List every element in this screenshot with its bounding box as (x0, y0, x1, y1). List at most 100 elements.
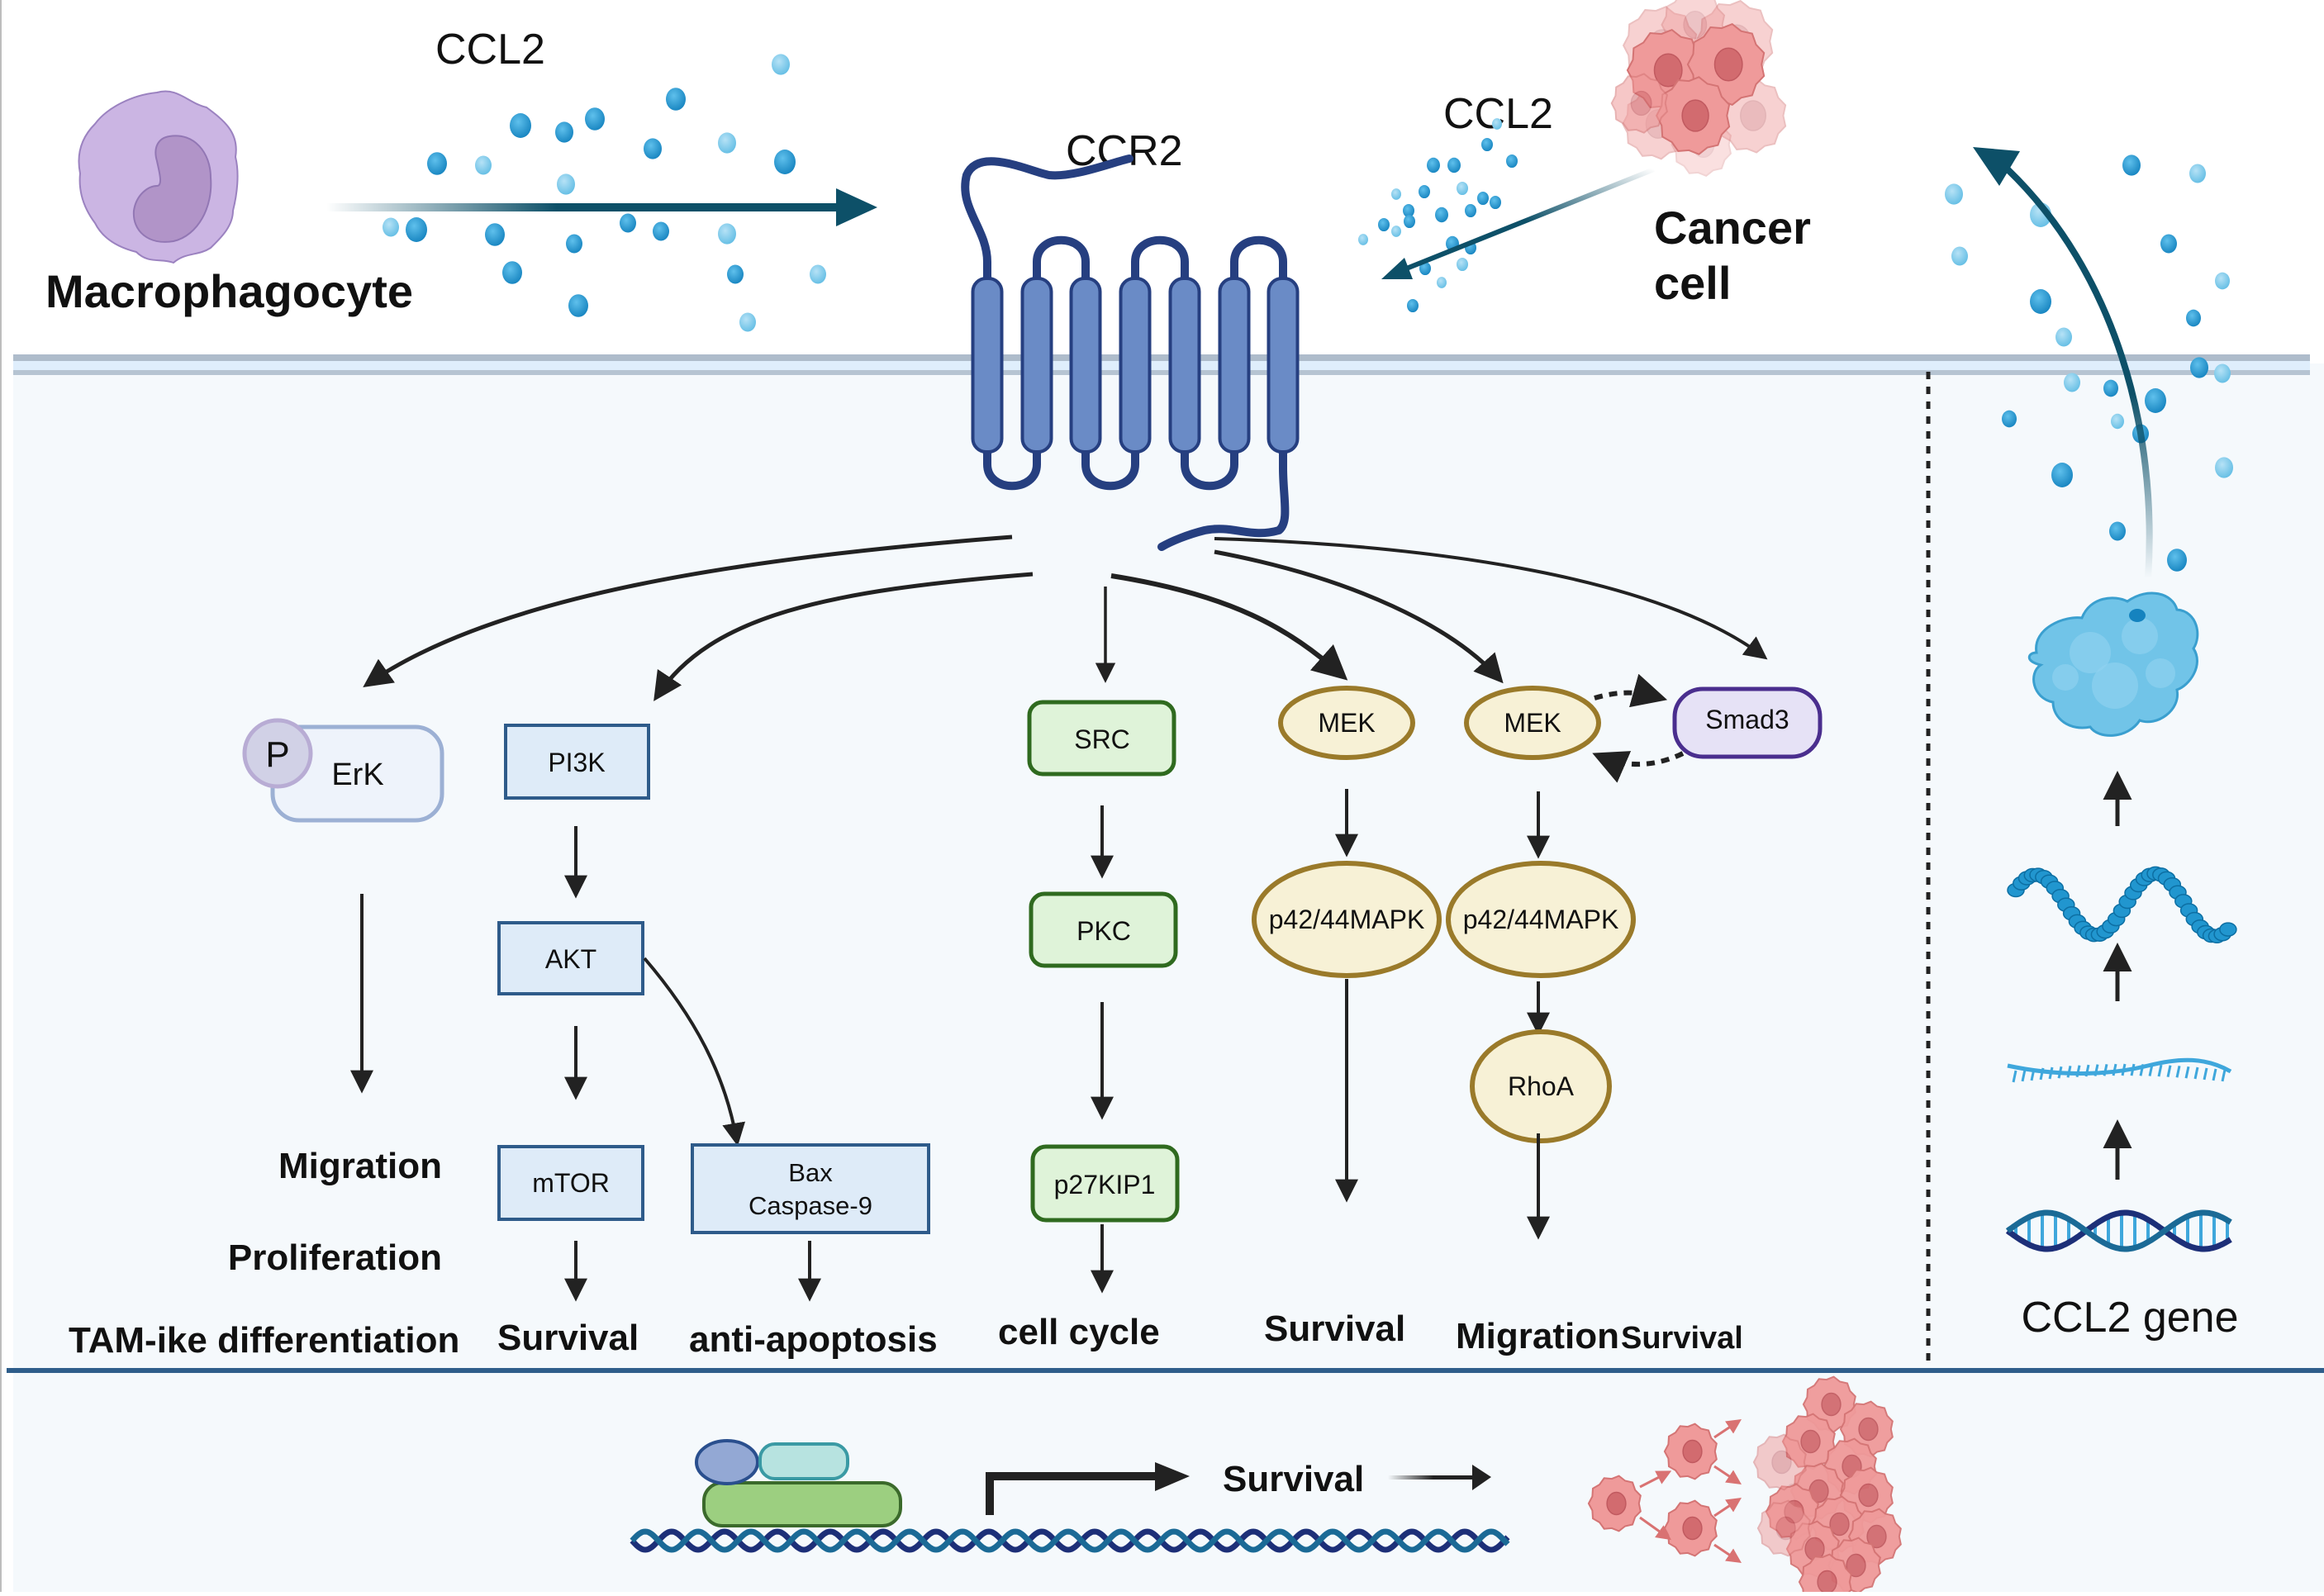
outcome-migration-erk: Migration (278, 1146, 442, 1186)
mrna-base (2057, 1066, 2063, 1079)
ccl2-particle (1490, 195, 1501, 210)
ccl2-particle (2055, 327, 2072, 347)
receptor-helix (1168, 277, 1201, 454)
protein-bound-ccl2 (2129, 609, 2146, 622)
ccl2-particle (1477, 191, 1489, 206)
akt-label: AKT (545, 944, 596, 974)
rhoa-node[interactable]: RhoA (1470, 1029, 1612, 1143)
p27kip1-node[interactable]: p27KIP1 (1030, 1144, 1180, 1223)
mrna-base (2012, 1070, 2017, 1083)
ccl2-particle (1447, 157, 1461, 173)
mrna-base (2066, 1066, 2072, 1078)
dna-helix-bottom-icon (630, 1528, 1510, 1553)
pkc-node[interactable]: PKC (1029, 891, 1178, 968)
receptor-helix (1119, 277, 1152, 454)
ccl2-particle (502, 261, 522, 284)
ccl2-particle (1465, 203, 1476, 218)
ccl2-particles-secreted (1945, 154, 2233, 572)
ccl2-particle (1404, 214, 1415, 229)
ccl2-particle (2167, 549, 2187, 572)
ccl2-particle (2160, 234, 2177, 254)
receptor-intracellular-loop (1181, 448, 1238, 491)
outcome-migration-rhoa: Migration (1456, 1316, 1619, 1356)
arrow-to-smad3 (1214, 537, 1768, 660)
receptor-helix (1218, 277, 1251, 454)
receptor-n-terminus (961, 154, 1133, 287)
ccl2-particle (2190, 357, 2208, 378)
receptor-extracellular-loop (1230, 235, 1287, 283)
cancer-cell-label-line2: cell (1654, 257, 1731, 309)
mek-label-1: MEK (1318, 708, 1375, 738)
ccl2-particle (427, 152, 447, 175)
proliferation-arrow (1639, 1516, 1671, 1541)
ccl2-protein-icon (2027, 591, 2199, 737)
ccl2-particle (2111, 413, 2124, 430)
akt-node[interactable]: AKT (497, 921, 644, 995)
ccl2-particle (1427, 157, 1440, 173)
p42-44mapk-label-1: p42/44MAPK (1269, 905, 1425, 934)
ccl2-particle (2215, 457, 2233, 478)
ccl2-gene-label: CCL2 gene (2021, 1294, 2238, 1342)
ccl2-right-label: CCL2 (1443, 90, 1553, 138)
mrna-base (2221, 1069, 2227, 1082)
p42-44mapk-node-2[interactable]: p42/44MAPK (1446, 861, 1636, 978)
ccl2-particle (1435, 207, 1448, 223)
mrna-base (2203, 1067, 2208, 1081)
mek-label-2: MEK (1504, 708, 1561, 738)
bax-caspase9-node[interactable]: Bax Caspase-9 (691, 1143, 930, 1234)
ccl2-particle (718, 223, 736, 245)
protein-subunit (2146, 658, 2175, 688)
arrow-to-mek2 (1214, 549, 1504, 684)
ccl2-particle (2064, 373, 2080, 392)
cancer-cell (1655, 76, 1731, 155)
ccl2-particle (2002, 410, 2017, 428)
smad3-node[interactable]: Smad3 (1672, 686, 1823, 759)
ccl2-secretion-arrow-left (326, 188, 877, 226)
cancer-cell-daughter (1663, 1423, 1718, 1480)
macrophage-cell-icon (78, 90, 239, 264)
mrna-base (2175, 1066, 2181, 1078)
ccl2-particle (774, 150, 796, 174)
mrna-base (2021, 1069, 2027, 1082)
ccl2-secretion-arrow-cancer (1381, 167, 1656, 279)
src-node[interactable]: SRC (1027, 700, 1176, 777)
cancer-cell (1610, 73, 1668, 134)
mrna-base (2039, 1067, 2045, 1081)
ccl2-particles-left (383, 54, 826, 332)
mek-node-2[interactable]: MEK (1464, 686, 1601, 760)
ccl2-particle (585, 107, 605, 131)
ccl2-particle (2189, 164, 2206, 183)
ccl2-particle (475, 155, 492, 175)
bottom-divider (7, 1368, 2324, 1373)
receptor-extracellular-loop (1033, 235, 1090, 283)
ccl2-particle (510, 113, 531, 138)
pkc-label: PKC (1076, 916, 1131, 946)
mrna-backbone (2007, 1057, 2232, 1076)
p42-44mapk-node-1[interactable]: p42/44MAPK (1252, 861, 1442, 978)
mrna-base (2030, 1068, 2036, 1081)
ccl2-particle (1378, 217, 1390, 232)
arrow-to-pi3k (653, 572, 1034, 701)
pi3k-node[interactable]: PI3K (504, 724, 650, 800)
mrna-base (2157, 1064, 2163, 1077)
ccl2-particle (566, 234, 582, 254)
ccl2-left-label: CCL2 (435, 26, 545, 74)
receptor-helix (971, 277, 1004, 454)
ccl2-particle (739, 312, 756, 332)
tumor-cell (1756, 1499, 1811, 1557)
ccl2-particle (1437, 277, 1447, 288)
rhoa-label: RhoA (1508, 1071, 1575, 1101)
erk-node[interactable]: ErK (270, 724, 444, 823)
ccl2-particle (1407, 298, 1419, 313)
proliferation-arrow (1713, 1465, 1742, 1484)
mek-node-1[interactable]: MEK (1278, 686, 1415, 760)
mtor-node[interactable]: mTOR (497, 1145, 644, 1221)
ccl2-particle (1457, 181, 1468, 196)
ccl2-particle (1403, 203, 1414, 218)
dna-helix-icon (2005, 1209, 2232, 1252)
mrna-base (2148, 1064, 2154, 1076)
mrna-base (2094, 1064, 2099, 1076)
mrna-base (2166, 1065, 2172, 1077)
